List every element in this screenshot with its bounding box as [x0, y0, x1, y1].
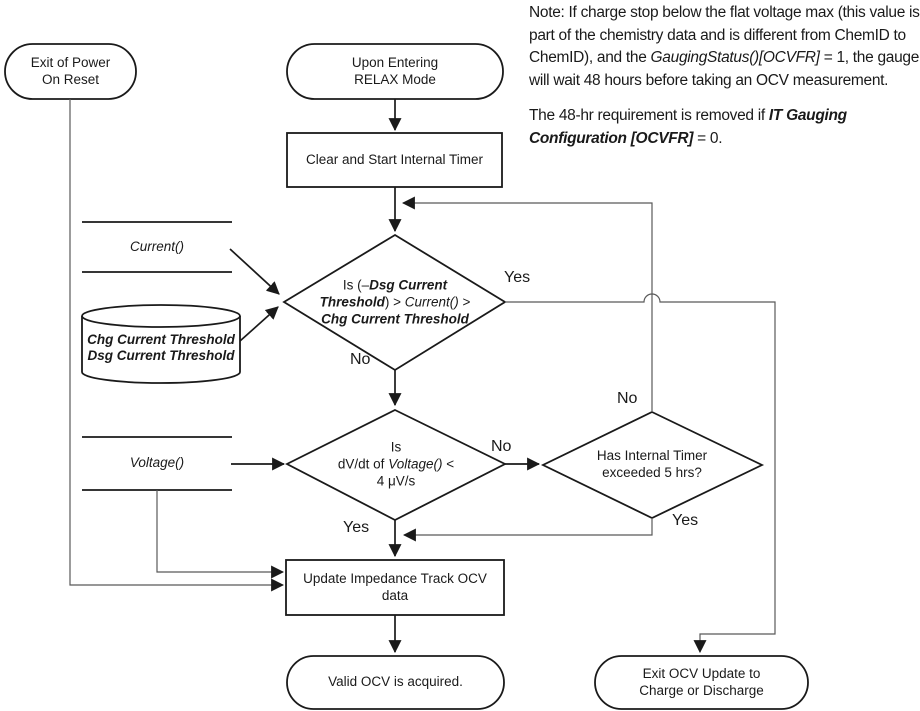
exit-ocv-node-shape [594, 655, 809, 710]
dvdt-check-diamond-shape [285, 408, 508, 522]
note-p1-text: Note: If charge stop below the flat volt… [529, 4, 920, 66]
note-p2-tail: = 0. [693, 129, 723, 147]
arrow-current-to-diamond [229, 248, 280, 295]
note-paragraph-2: The 48-hr requirement is removed if IT G… [529, 105, 920, 150]
connector-power-reset-to-update [69, 99, 285, 592]
current-check-diamond-shape [282, 233, 507, 372]
exit-power-node-shape [4, 43, 137, 100]
timer-check-diamond-shape [540, 411, 765, 519]
note-p2-text: The 48-hr requirement is removed if [529, 107, 769, 124]
note-block: Note: If charge stop below the flat volt… [529, 2, 920, 150]
connector-timer-yes-to-update [402, 518, 653, 542]
connector-voltage-to-update [156, 490, 285, 579]
connector-timer-no-loop [401, 196, 653, 412]
threshold-cylinder-top [81, 304, 241, 328]
note-p1-tail: = 1, the gauge will wait 48 hours before… [529, 49, 920, 89]
note-paragraph-1: Note: If charge stop below the flat volt… [529, 2, 920, 92]
update-ocv-node-shape [285, 559, 505, 616]
connector-yes-to-exit-ocv [505, 293, 776, 654]
clear-timer-node-shape [286, 132, 503, 188]
valid-ocv-node-shape [286, 655, 505, 710]
arrow-cylinder-to-diamond [239, 306, 279, 342]
note-p1-gauging-status: GaugingStatus()[OCVFR] [650, 49, 820, 66]
threshold-cylinder-body [81, 316, 241, 384]
note-p2-it-gauging-config: IT Gauging Configuration [OCVFR] [529, 107, 847, 147]
relax-mode-node-shape [286, 43, 504, 100]
